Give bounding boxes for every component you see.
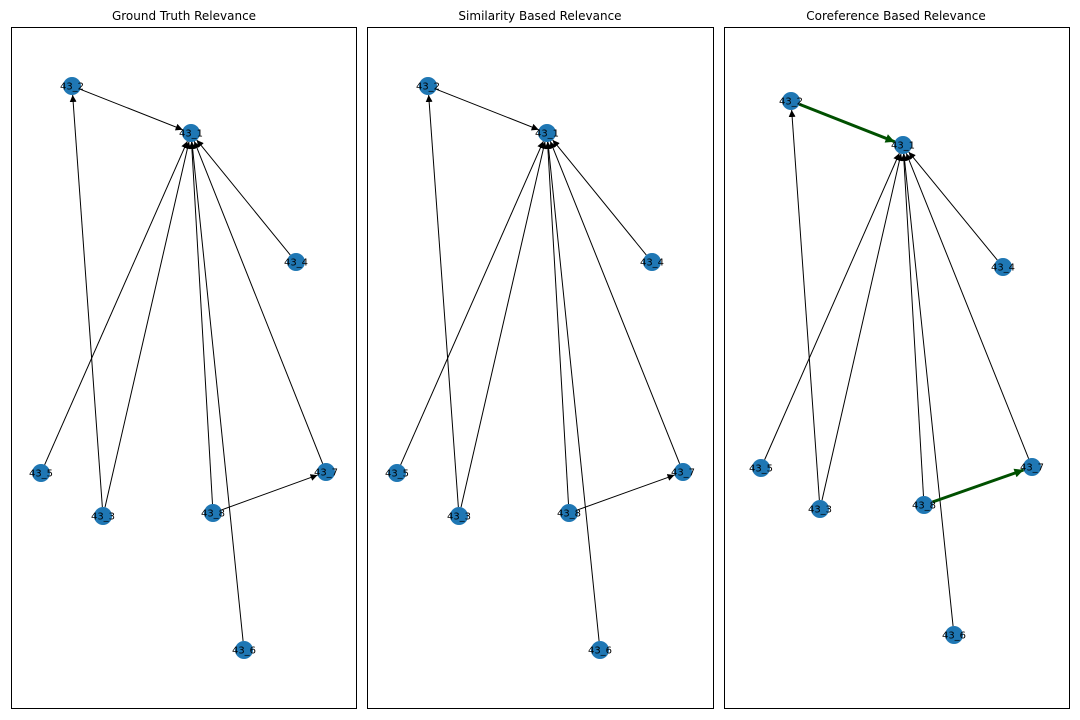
- node-label-43_7: 43_7: [314, 468, 338, 479]
- node-label-43_1: 43_1: [179, 129, 203, 140]
- node-43_5: [752, 459, 770, 477]
- panel-frame-ground-truth: [11, 27, 357, 709]
- node-label-43_2: 43_2: [60, 82, 84, 93]
- node-label-43_8: 43_8: [201, 509, 225, 520]
- edge-43_2-to-43_1: [798, 102, 896, 144]
- edge-43_7-to-43_1: [905, 153, 1030, 459]
- node-label-43_7: 43_7: [671, 468, 695, 479]
- node-43_8: [204, 504, 222, 522]
- edge-43_5-to-43_1: [44, 141, 188, 465]
- edge-43_8-to-43_7: [931, 468, 1025, 504]
- node-label-43_6: 43_6: [588, 646, 612, 657]
- node-43_4: [994, 258, 1012, 276]
- node-43_6: [235, 641, 253, 659]
- edge-43_3-to-43_1: [104, 141, 191, 508]
- node-43_8: [915, 496, 933, 514]
- edge-43_8-to-43_1: [900, 153, 924, 497]
- edge-43_3-to-43_1: [460, 141, 547, 508]
- panel-frame-similarity: [367, 27, 714, 709]
- edge-43_8-to-43_7: [221, 474, 318, 511]
- panel-title-similarity: Similarity Based Relevance: [458, 9, 622, 23]
- node-43_3: [450, 507, 468, 525]
- edge-43_4-to-43_1: [196, 139, 291, 256]
- node-43_5: [388, 464, 406, 482]
- edge-43_6-to-43_1: [901, 153, 954, 627]
- node-43_1: [182, 124, 200, 142]
- graph-panel-0: 43_1 43_2 43_3 43_4 43_5 43_6 43_7 43_8: [29, 77, 338, 659]
- node-43_7: [317, 463, 335, 481]
- edge-43_4-to-43_1: [552, 139, 647, 256]
- edge-43_3-to-43_2: [69, 94, 103, 508]
- node-43_1: [538, 124, 556, 142]
- node-label-43_5: 43_5: [385, 469, 409, 480]
- node-label-43_4: 43_4: [991, 263, 1015, 274]
- edge-43_8-to-43_7: [577, 474, 675, 511]
- node-label-43_5: 43_5: [749, 464, 773, 475]
- node-label-43_5: 43_5: [29, 469, 53, 480]
- edge-43_3-to-43_2: [788, 109, 820, 501]
- edge-43_2-to-43_1: [436, 88, 539, 131]
- edge-43_6-to-43_1: [545, 141, 600, 642]
- node-label-43_7: 43_7: [1020, 463, 1044, 474]
- node-label-43_8: 43_8: [912, 501, 936, 512]
- node-label-43_6: 43_6: [232, 646, 256, 657]
- node-43_8: [560, 504, 578, 522]
- node-label-43_1: 43_1: [891, 141, 915, 152]
- node-label-43_4: 43_4: [284, 258, 308, 269]
- panel-title-ground-truth: Ground Truth Relevance: [111, 9, 257, 23]
- node-43_2: [419, 77, 437, 95]
- edge-43_2-to-43_1: [80, 88, 183, 131]
- edge-43_4-to-43_1: [908, 151, 998, 261]
- node-43_6: [591, 641, 609, 659]
- edge-43_8-to-43_1: [544, 141, 569, 505]
- node-label-43_8: 43_8: [557, 509, 581, 520]
- node-43_3: [94, 507, 112, 525]
- edge-43_3-to-43_1: [821, 153, 903, 501]
- node-43_7: [1023, 458, 1041, 476]
- graph-panel-2: 43_1 43_2 43_3 43_4 43_5 43_6 43_7 43_8: [749, 92, 1044, 644]
- graph-panel-1: 43_1 43_2 43_3 43_4 43_5 43_6 43_7 43_8: [385, 77, 695, 659]
- node-label-43_3: 43_3: [91, 512, 115, 523]
- edge-43_7-to-43_1: [193, 141, 324, 464]
- edge-43_8-to-43_1: [188, 141, 213, 505]
- edge-43_6-to-43_1: [189, 141, 244, 642]
- node-label-43_6: 43_6: [942, 631, 966, 642]
- node-43_2: [782, 92, 800, 110]
- panel-title-coreference: Coreference Based Relevance: [806, 9, 986, 23]
- edge-43_5-to-43_1: [764, 153, 900, 460]
- edge-43_5-to-43_1: [400, 141, 544, 465]
- node-43_1: [894, 136, 912, 154]
- edge-43_3-to-43_2: [425, 94, 459, 508]
- edge-43_7-to-43_1: [549, 141, 681, 464]
- node-label-43_3: 43_3: [447, 512, 471, 523]
- node-43_4: [643, 253, 661, 271]
- node-43_3: [811, 500, 829, 518]
- node-label-43_1: 43_1: [535, 129, 559, 140]
- node-label-43_4: 43_4: [640, 258, 664, 269]
- node-43_4: [287, 253, 305, 271]
- node-label-43_2: 43_2: [779, 97, 803, 108]
- node-label-43_3: 43_3: [808, 505, 832, 516]
- node-label-43_2: 43_2: [416, 82, 440, 93]
- node-43_6: [945, 626, 963, 644]
- node-43_7: [674, 463, 692, 481]
- node-43_5: [32, 464, 50, 482]
- node-43_2: [63, 77, 81, 95]
